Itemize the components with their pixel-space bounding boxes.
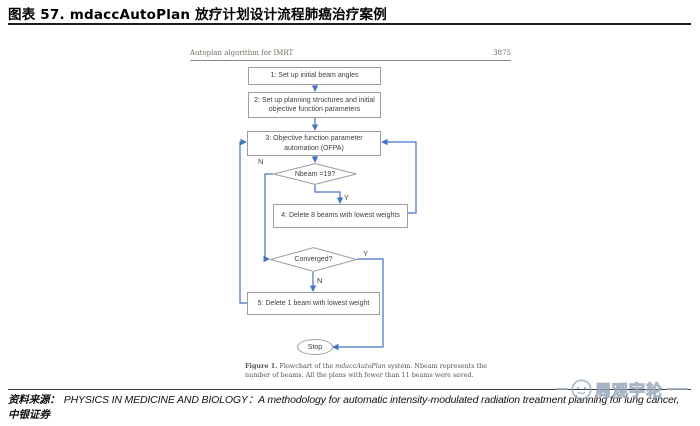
paper-figure: Autoplan algorithm for IMRT 3875 (150, 45, 562, 385)
watermark-dash-right (666, 388, 689, 390)
diamond-shape (273, 163, 357, 185)
caption-system-name: mdaccAutoPlan (335, 362, 386, 370)
paper-header: Autoplan algorithm for IMRT 3875 (190, 49, 511, 57)
source-publisher: 中银证券 (8, 409, 50, 421)
diamond-shape (270, 247, 357, 272)
watermark-logo-icon (571, 379, 592, 399)
branch-label-converged-yes: Y (363, 249, 369, 258)
branch-label-nbeam-yes: Y (344, 193, 350, 202)
decision-nbeam-label: Nbeam =19? (294, 170, 336, 178)
figure-title: 图表 57. mdaccAutoPlan 放疗计划设计流程肺癌治疗案例 (8, 7, 387, 23)
flow-step-1-box: 1: Set up initial beam angles (248, 67, 381, 85)
decision-converged-label: Converged? (294, 256, 333, 263)
paper-page-number: 3875 (493, 49, 511, 57)
paper-running-head: Autoplan algorithm for IMRT (190, 49, 294, 57)
flow-step-5-box: 5: Delete 1 beam with lowest weight (247, 292, 380, 315)
source-divider (8, 389, 691, 390)
decision-converged-diamond: Converged? (270, 247, 357, 272)
title-divider (8, 23, 691, 25)
caption-text-post: system. Nbeam represents the number of b… (245, 362, 488, 380)
caption-text-pre: Flowchart of the (277, 362, 336, 370)
branch-label-nbeam-no: N (258, 157, 264, 166)
branch-label-converged-no: N (317, 276, 323, 285)
flow-step-2-box: 2: Set up planning structures and initia… (248, 92, 381, 118)
source-reference: PHYSICS IN MEDICINE AND BIOLOGY：A method… (63, 394, 680, 406)
flow-step-3-box: 3: Objective function parameter automati… (247, 131, 381, 156)
source-label: 资料来源： (8, 394, 60, 406)
decision-nbeam-diamond: Nbeam =19? (273, 163, 357, 185)
watermark-text: 周观宇轮 (594, 381, 664, 401)
paper-header-rule (190, 60, 511, 61)
flow-step-4-box: 4: Delete 8 beams with lowest weights (273, 204, 408, 228)
source-line: 资料来源：PHYSICS IN MEDICINE AND BIOLOGY：A m… (8, 392, 696, 407)
figure-caption: Figure 1. Flowchart of the mdaccAutoPlan… (245, 362, 513, 381)
stop-terminator: Stop (297, 339, 333, 355)
caption-figure-label: Figure 1. (245, 362, 278, 370)
watermark-dash-left (556, 388, 568, 390)
watermark: 周观宇轮 (556, 377, 689, 401)
